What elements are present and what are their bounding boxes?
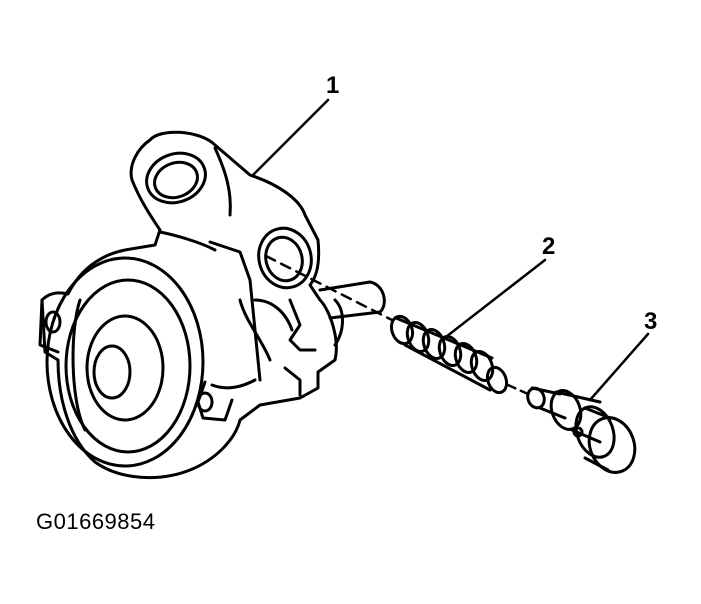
spring [389, 314, 509, 395]
pump-housing [38, 130, 386, 479]
leader-lines [250, 98, 650, 402]
flow-control-valve [526, 386, 637, 474]
callout-2: 2 [542, 233, 556, 260]
leader-line-2 [440, 258, 547, 342]
figure-id: G01669854 [36, 509, 156, 534]
leader-line-1 [250, 98, 330, 178]
leader-line-3 [588, 332, 650, 402]
callout-1: 1 [326, 72, 340, 99]
callout-3: 3 [644, 308, 658, 335]
